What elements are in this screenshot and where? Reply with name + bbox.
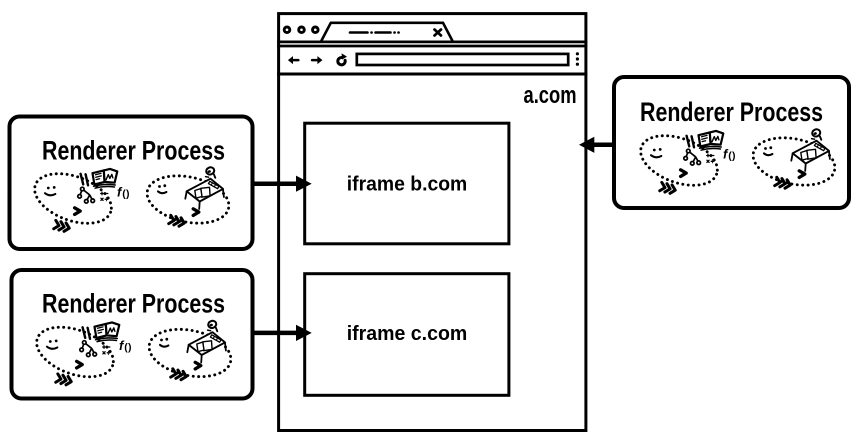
svg-text:iframe b.com: iframe b.com [347,174,468,196]
svg-text:Renderer Process: Renderer Process [42,135,225,165]
svg-text:Renderer Process: Renderer Process [42,289,225,319]
svg-text:iframe c.com: iframe c.com [347,323,468,345]
svg-text:Renderer Process: Renderer Process [640,97,823,127]
svg-text:a.com: a.com [524,82,577,109]
